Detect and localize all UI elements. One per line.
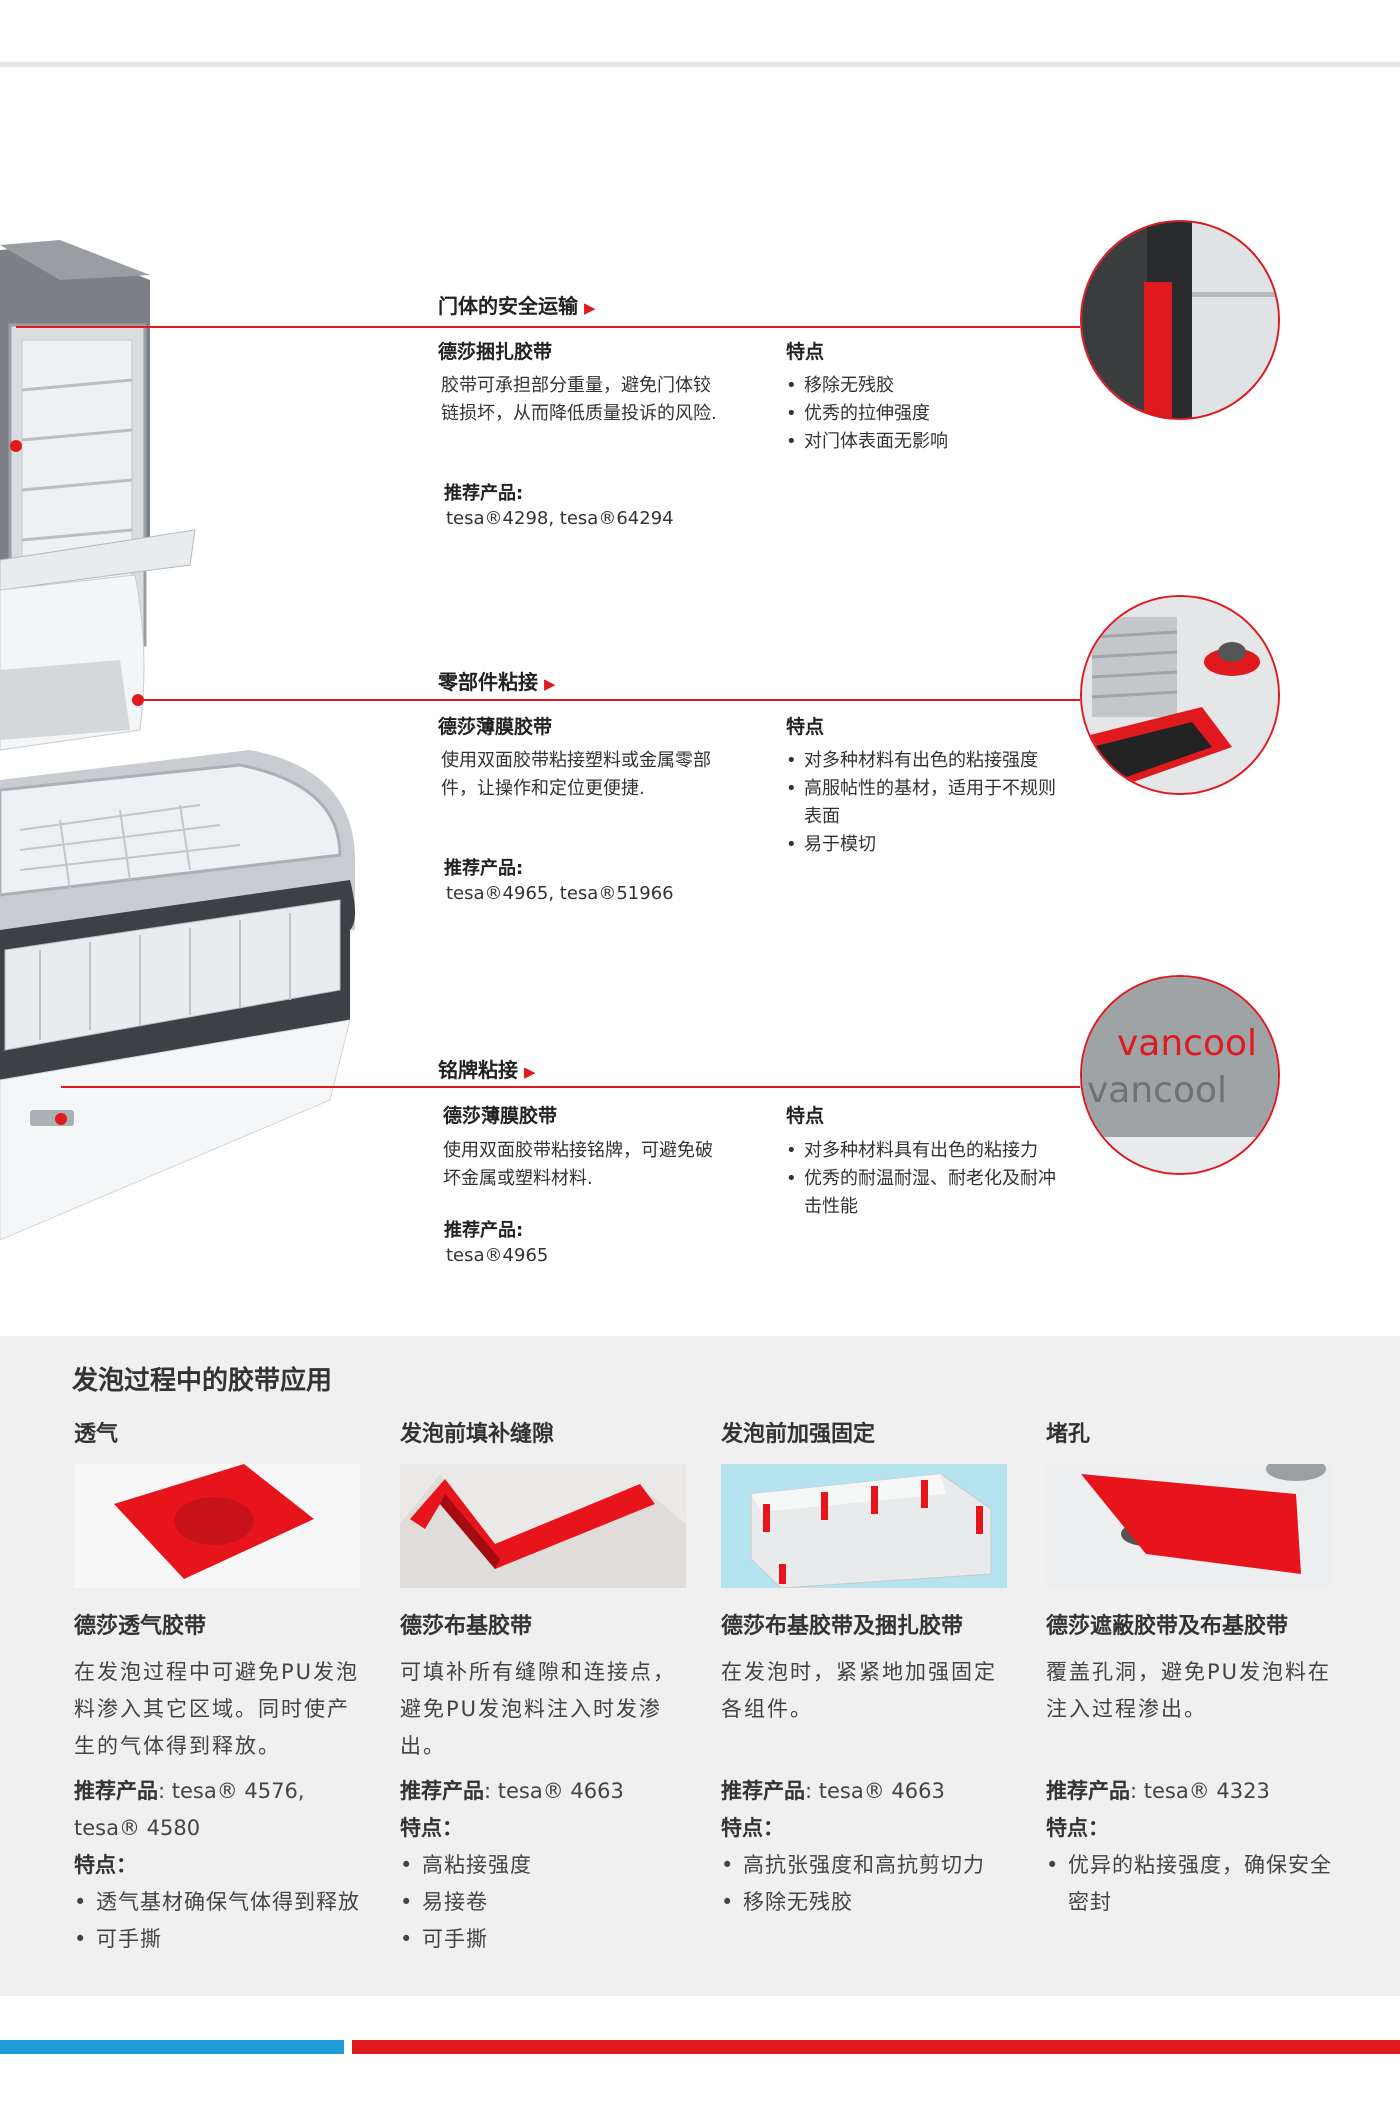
column-recommendation: 推荐产品: tesa® 4663 [400, 1773, 690, 1810]
refrigerator-illustration [0, 240, 355, 1241]
feature-item: 高粘接强度 [400, 1847, 690, 1884]
section-1-features: 移除无残胶 优秀的拉伸强度 对门体表面无影响 [786, 372, 1066, 456]
section-1-rec-value: tesa®4298, tesa®64294 [446, 508, 674, 529]
gap-filling-image [400, 1464, 686, 1588]
column-recommendation: 推荐产品: tesa® 4663 [721, 1773, 1011, 1810]
feature-item: 优秀的拉伸强度 [786, 400, 1066, 428]
triangle-right-icon: ▶ [524, 1063, 536, 1081]
panel-column-gap-filling: 发泡前填补缝隙 德莎布基胶带 可填补所有缝隙和连接点，避免PU发泡料注入时发渗出… [400, 1416, 690, 1958]
feature-item: 易接卷 [400, 1884, 690, 1921]
section-1-product: 德莎捆扎胶带 [438, 341, 553, 363]
triangle-right-icon: ▶ [584, 299, 596, 317]
panel-column-hole-sealing: 堵孔 德莎遮蔽胶带及布基胶带 覆盖孔洞，避免PU发泡料在注入过程渗出。 推荐产品… [1046, 1416, 1336, 1921]
section-3-rec-value: tesa®4965 [446, 1245, 549, 1266]
column-product: 德莎布基胶带及捆扎胶带 [721, 1614, 964, 1639]
column-heading: 透气 [74, 1422, 119, 1447]
feature-item: 移除无残胶 [786, 372, 1066, 400]
column-features-label: 特点： [400, 1816, 463, 1840]
column-recommendation: 推荐产品: tesa® 4576, tesa® 4580 [74, 1773, 364, 1847]
section-2-rec-value: tesa®4965, tesa®51966 [446, 883, 674, 904]
feature-item: 高抗张强度和高抗剪切力 [721, 1847, 1011, 1884]
zoom-component-bonding [1080, 595, 1280, 795]
panel-column-reinforcement: 发泡前加强固定 德莎布基胶带及捆扎胶带 在发泡时，紧紧地加强固定各组件。 推荐产… [721, 1416, 1011, 1921]
callout-line-3 [61, 1086, 1080, 1088]
triangle-right-icon: ▶ [544, 675, 556, 693]
rec-label: 推荐产品 [721, 1779, 805, 1803]
callout-line-1 [16, 326, 1080, 328]
column-product: 德莎遮蔽胶带及布基胶带 [1046, 1614, 1289, 1639]
feature-item: 透气基材确保气体得到释放 [74, 1884, 364, 1921]
callout-dot-3 [55, 1113, 67, 1125]
feature-item: 高服帖性的基材，适用于不规则表面 [786, 775, 1066, 831]
section-2-title-text: 零部件粘接 [438, 670, 538, 694]
column-description: 在发泡时，紧紧地加强固定各组件。 [721, 1660, 997, 1721]
column-description: 可填补所有缝隙和连接点，避免PU发泡料注入时发渗出。 [400, 1660, 676, 1758]
section-2-rec-label: 推荐产品: [444, 858, 524, 879]
footer-bar-blue [0, 2040, 344, 2054]
zoom-logo-red: vancool [1117, 1023, 1257, 1064]
rec-label: 推荐产品 [1046, 1779, 1130, 1803]
section-1-title: 门体的安全运输 ▶ [438, 290, 596, 319]
column-product: 德莎布基胶带 [400, 1614, 533, 1639]
section-2-features-label: 特点 [786, 716, 825, 738]
rec-value: : tesa® 4323 [1130, 1779, 1270, 1803]
section-3-product: 德莎薄膜胶带 [443, 1105, 558, 1127]
column-heading: 发泡前加强固定 [721, 1422, 876, 1447]
feature-item: 优异的粘接强度，确保安全密封 [1046, 1847, 1336, 1921]
column-features: 优异的粘接强度，确保安全密封 [1046, 1847, 1336, 1921]
column-heading: 堵孔 [1046, 1422, 1091, 1447]
venting-tape-image [74, 1464, 360, 1588]
feature-item: 可手撕 [400, 1921, 690, 1958]
column-recommendation: 推荐产品: tesa® 4323 [1046, 1773, 1336, 1810]
section-3-rec-label: 推荐产品: [444, 1220, 524, 1241]
section-1-title-text: 门体的安全运输 [438, 294, 578, 318]
section-3-features-label: 特点 [786, 1105, 825, 1127]
column-description: 覆盖孔洞，避免PU发泡料在注入过程渗出。 [1046, 1660, 1332, 1721]
feature-item: 可手撕 [74, 1921, 364, 1958]
column-features: 透气基材确保气体得到释放 可手撕 [74, 1884, 364, 1958]
column-features-label: 特点： [721, 1816, 784, 1840]
section-2-product: 德莎薄膜胶带 [438, 716, 553, 738]
section-1-rec-label: 推荐产品: [444, 483, 524, 504]
zoom-logo-grey: vancool [1087, 1070, 1227, 1111]
column-heading: 发泡前填补缝隙 [400, 1422, 555, 1447]
zoom-door-tape [1080, 220, 1280, 420]
feature-item: 对门体表面无影响 [786, 428, 1066, 456]
panel-title: 发泡过程中的胶带应用 [72, 1366, 333, 1396]
column-features-label: 特点： [1046, 1816, 1109, 1840]
column-product: 德莎透气胶带 [74, 1614, 207, 1639]
column-description: 在发泡过程中可避免PU发泡料渗入其它区域。同时使产生的气体得到释放。 [74, 1660, 360, 1758]
column-features: 高抗张强度和高抗剪切力 移除无残胶 [721, 1847, 1011, 1921]
section-1-description: 胶带可承担部分重量，避免门体铰链损坏，从而降低质量投诉的风险. [441, 375, 717, 424]
rec-value: : tesa® 4576, tesa® 4580 [74, 1779, 305, 1840]
panel-column-venting: 透气 德莎透气胶带 在发泡过程中可避免PU发泡料渗入其它区域。同时使产生的气体得… [74, 1416, 364, 1958]
feature-item: 优秀的耐温耐湿、耐老化及耐冲击性能 [786, 1165, 1066, 1221]
footer-bar-red [352, 2040, 1400, 2054]
column-features: 高粘接强度 易接卷 可手撕 [400, 1847, 690, 1958]
column-features-label: 特点： [74, 1853, 137, 1877]
rec-value: : tesa® 4663 [805, 1779, 945, 1803]
reinforcement-image [721, 1464, 1007, 1588]
rec-value: : tesa® 4663 [484, 1779, 624, 1803]
hole-sealing-image [1046, 1464, 1332, 1588]
callout-line-2 [138, 699, 1080, 701]
feature-item: 对多种材料具有出色的粘接力 [786, 1137, 1066, 1165]
zoom-nameplate: vancool vancool [1080, 975, 1280, 1175]
section-2-features: 对多种材料有出色的粘接强度 高服帖性的基材，适用于不规则表面 易于模切 [786, 747, 1066, 859]
section-2-title: 零部件粘接 ▶ [438, 666, 556, 695]
section-3-features: 对多种材料具有出色的粘接力 优秀的耐温耐湿、耐老化及耐冲击性能 [786, 1137, 1066, 1221]
rec-label: 推荐产品 [400, 1779, 484, 1803]
feature-item: 移除无残胶 [721, 1884, 1011, 1921]
section-3-title: 铭牌粘接 ▶ [438, 1054, 536, 1083]
section-1-features-label: 特点 [786, 341, 825, 363]
feature-item: 易于模切 [786, 831, 1066, 859]
rec-label: 推荐产品 [74, 1779, 158, 1803]
section-2-description: 使用双面胶带粘接塑料或金属零部件，让操作和定位更便捷. [441, 750, 711, 799]
section-3-title-text: 铭牌粘接 [438, 1058, 518, 1082]
top-divider [0, 62, 1400, 67]
callout-dot-1 [10, 440, 22, 452]
section-3-description: 使用双面胶带粘接铭牌，可避免破坏金属或塑料材料. [443, 1140, 713, 1189]
feature-item: 对多种材料有出色的粘接强度 [786, 747, 1066, 775]
